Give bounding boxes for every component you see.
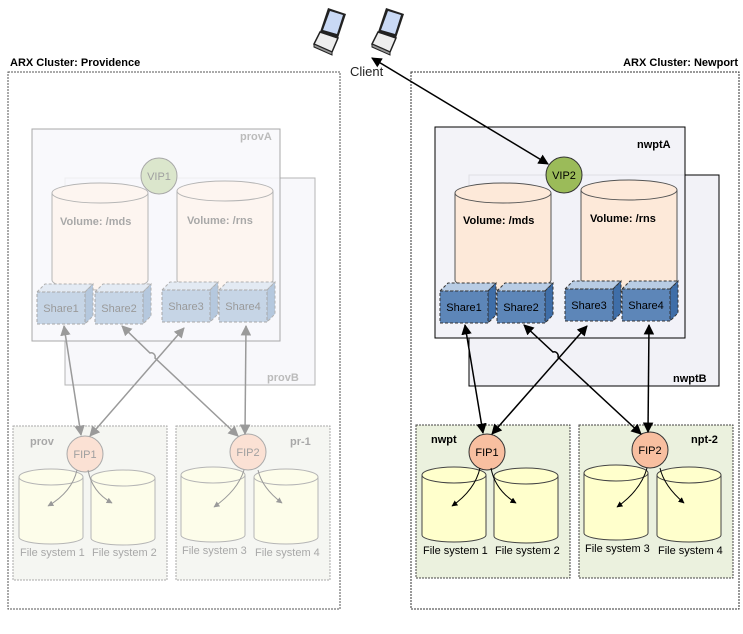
cluster-newport: ARX Cluster: Newport nwptB nwptA Volume:… xyxy=(410,57,740,610)
cluster-title: ARX Cluster: Providence xyxy=(10,57,140,69)
share-label: Share2 xyxy=(101,303,136,315)
share-label: Share4 xyxy=(628,300,663,312)
filesystem-cylinder xyxy=(493,467,559,544)
filesystem-label: File system 1 xyxy=(423,545,488,557)
share-box: Share4 xyxy=(620,279,680,323)
filesystem-cylinder xyxy=(90,469,156,546)
node-a-label: nwptA xyxy=(637,139,671,151)
laptop-icon xyxy=(312,8,346,56)
fip-fs-arrow xyxy=(659,467,685,504)
node-b-label: nwptB xyxy=(673,373,707,385)
volume-cylinder: Volume: /mds xyxy=(454,182,552,291)
fip-fs-arrow xyxy=(257,469,283,504)
share-fip-connection xyxy=(121,325,239,437)
fip-label: FIP2 xyxy=(236,447,259,459)
filesystem-label: File system 4 xyxy=(658,545,723,557)
share-fip-connection xyxy=(523,324,642,435)
node-a-label: provA xyxy=(240,131,272,143)
filer-label: prov xyxy=(30,436,55,448)
filer-label: nwpt xyxy=(431,434,457,446)
volume-label: Volume: /rns xyxy=(590,213,656,225)
share-label: Share1 xyxy=(446,302,481,314)
filesystem-label: File system 1 xyxy=(20,547,85,559)
volume-label: Volume: /mds xyxy=(463,215,534,227)
fip-circle xyxy=(468,433,506,471)
share-label: Share1 xyxy=(43,303,78,315)
filesystem-label: File system 2 xyxy=(495,545,560,557)
volume-label: Volume: /mds xyxy=(60,216,131,228)
share-label: Share4 xyxy=(225,301,260,313)
filer-label: npt-2 xyxy=(691,434,718,446)
share-label: Share2 xyxy=(503,302,538,314)
cluster-boundary xyxy=(410,71,740,610)
fip-label: FIP1 xyxy=(475,447,498,459)
vip-circle xyxy=(545,156,583,194)
filesystem-cylinder xyxy=(18,468,84,545)
volume-cylinder: Volume: /mds xyxy=(51,182,149,291)
client-label: Client xyxy=(350,64,384,79)
share-box: Share1 xyxy=(438,281,498,325)
fip-label: FIP2 xyxy=(638,445,661,457)
fip-label: FIP1 xyxy=(73,449,96,461)
node-b-label: provB xyxy=(267,372,299,384)
filesystem-label: File system 3 xyxy=(585,543,650,555)
share-box: Share4 xyxy=(217,280,277,324)
fip-fs-arrow xyxy=(213,469,245,508)
cluster-boundary xyxy=(7,71,341,610)
vip-label: VIP2 xyxy=(552,170,576,182)
vip-circle xyxy=(140,157,178,195)
share-box: Share2 xyxy=(495,281,555,325)
share-label: Share3 xyxy=(571,300,606,312)
fip-fs-arrow xyxy=(47,469,78,507)
volume-cylinder: Volume: /rns xyxy=(176,180,274,291)
filesystem-cylinder xyxy=(180,466,246,543)
filesystem-label: File system 3 xyxy=(182,545,247,557)
fip-fs-arrow xyxy=(87,469,113,504)
cluster-title: ARX Cluster: Newport xyxy=(623,57,738,69)
fip-fs-arrow xyxy=(616,467,648,508)
filesystem-label: File system 4 xyxy=(255,547,320,559)
vip-label: VIP1 xyxy=(147,171,171,183)
share-box: Share1 xyxy=(35,282,95,326)
fip-circle xyxy=(66,435,104,473)
client-group: Client xyxy=(312,8,404,79)
laptop-icon xyxy=(370,8,404,56)
volume-cylinder: Volume: /rns xyxy=(580,179,678,291)
filesystem-cylinder xyxy=(421,466,487,543)
share-fip-connection xyxy=(461,323,487,435)
fip-fs-arrow xyxy=(490,467,517,504)
volume-label: Volume: /rns xyxy=(187,215,253,227)
filer-label: pr-1 xyxy=(290,436,311,448)
share-box: Share3 xyxy=(160,280,220,324)
client-vip-connection xyxy=(371,57,549,165)
share-fip-connection xyxy=(239,324,252,436)
share-box: Share2 xyxy=(93,282,153,326)
share-fip-connection xyxy=(60,324,85,437)
filesystem-cylinder xyxy=(656,466,722,543)
cluster-providence: ARX Cluster: Providence provB provA Volu… xyxy=(7,57,341,610)
filesystem-cylinder xyxy=(253,468,319,545)
share-label: Share3 xyxy=(168,301,203,313)
fip-fs-arrow xyxy=(451,467,481,507)
share-box: Share3 xyxy=(563,279,623,323)
filesystem-cylinder xyxy=(583,464,649,541)
share-fip-connection xyxy=(642,323,655,434)
filesystem-label: File system 2 xyxy=(92,547,157,559)
